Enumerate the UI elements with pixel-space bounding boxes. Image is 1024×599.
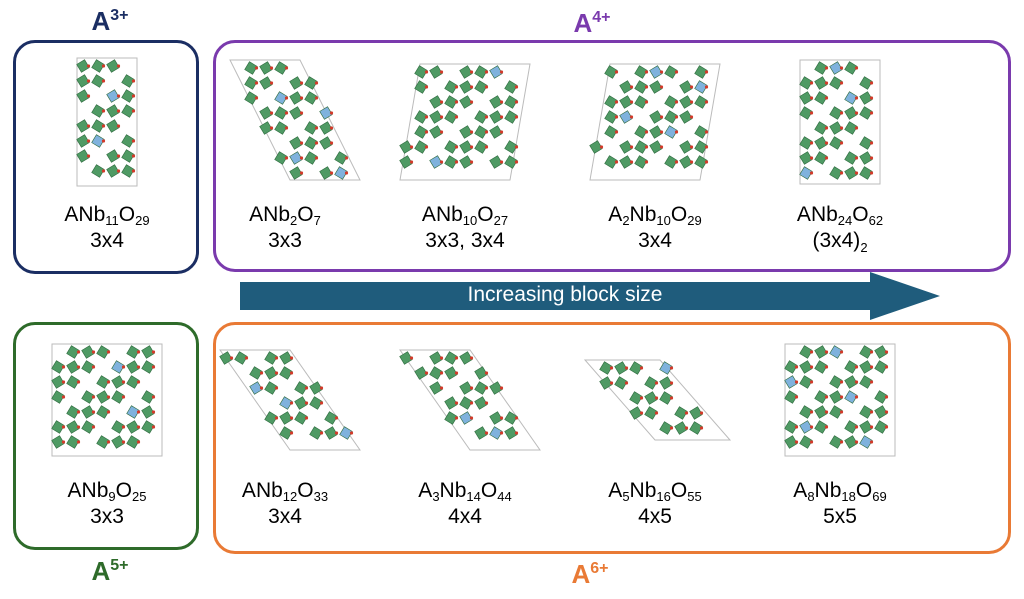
compound-formula: ANb10O27	[421, 203, 509, 228]
compound-formula: A8Nb18O69	[793, 479, 887, 504]
crystal-structure-icon	[229, 59, 361, 181]
crystal-structure-icon	[399, 63, 531, 181]
group-label-a6: A6+	[571, 559, 609, 589]
crystal-structure-icon	[219, 349, 361, 451]
compound-block-size: 3x4	[638, 229, 672, 252]
compound-4: ANb24O62(3x4)2	[745, 52, 935, 255]
group-label-a3: A3+	[91, 6, 129, 36]
compound-formula: ANb11O29	[64, 203, 150, 228]
crystal-structure-icon	[583, 359, 732, 441]
compound-block-size: 3x3	[90, 505, 124, 528]
group-box-a5	[13, 322, 199, 550]
crystal-structure-icon	[399, 349, 541, 451]
compound-formula: ANb12O33	[241, 479, 329, 504]
compound-formula: ANb24O62	[796, 203, 884, 228]
crystal-structure-icon	[51, 343, 163, 457]
compound-block-size: 4x4	[448, 505, 482, 528]
compound-block-size: 3x3	[268, 229, 302, 252]
arrow-shape	[240, 272, 940, 320]
compound-block-size: 4x5	[638, 505, 672, 528]
compound-block-size: 3x4	[90, 229, 124, 252]
compound-formula: ANb9O25	[67, 479, 147, 504]
compound-block-size: 5x5	[823, 505, 857, 528]
compound-block-size: 3x3, 3x4	[425, 229, 505, 252]
compound-block-size: 3x4	[268, 505, 302, 528]
crystal-structure-icon	[784, 343, 896, 457]
compound-formula: A2Nb10O29	[608, 203, 702, 228]
compound-formula: A3Nb14O44	[418, 479, 512, 504]
group-box-a3	[13, 40, 199, 274]
compound-formula: A5Nb16O55	[608, 479, 702, 504]
increasing-arrow	[240, 272, 940, 320]
group-label-a5: A5+	[91, 556, 129, 586]
compound-block-size: (3x4)2	[812, 229, 868, 256]
crystal-structure-icon	[799, 59, 881, 185]
crystal-structure-icon	[589, 63, 721, 181]
crystal-structure-icon	[76, 57, 138, 187]
arrow-label: Increasing block size	[467, 283, 663, 306]
group-label-a4: A4+	[573, 8, 611, 38]
compound-formula: ANb2O7	[249, 203, 321, 228]
